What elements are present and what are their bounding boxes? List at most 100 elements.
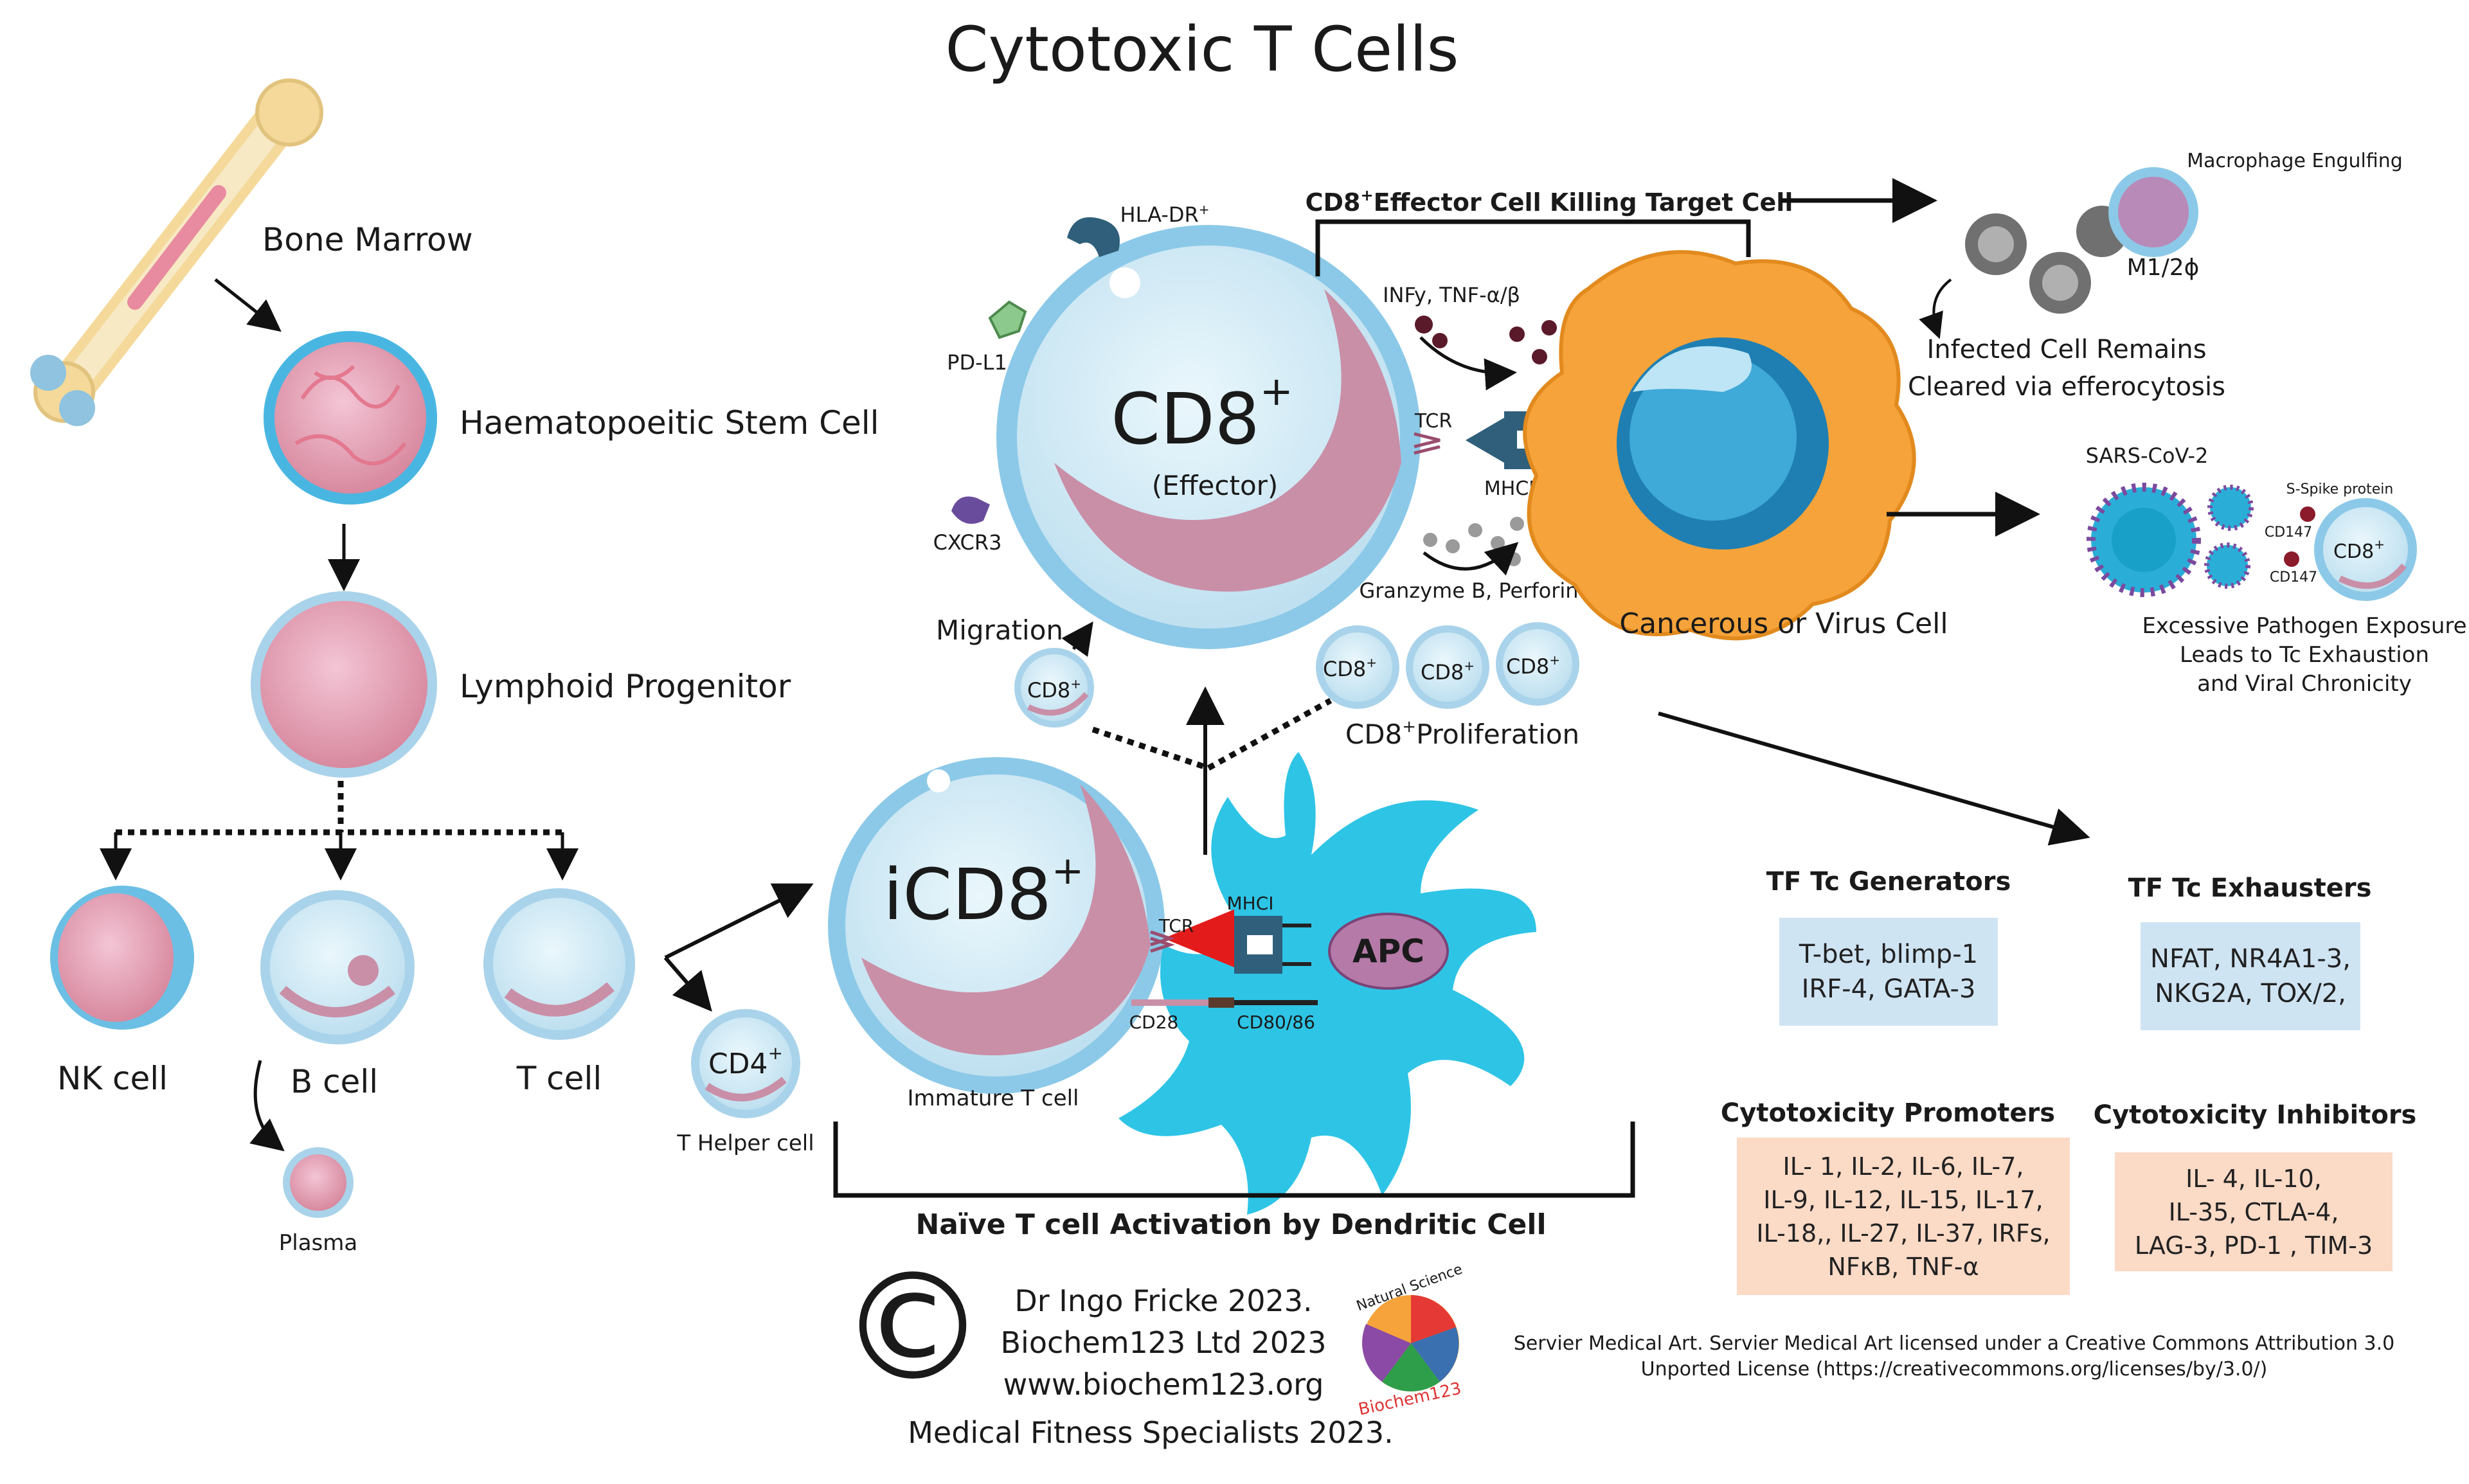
promoters-line: IL-18,, IL-27, IL-37, IRFs, (1756, 1219, 2051, 1247)
credit-line-4: Medical Fitness Specialists 2023. (908, 1415, 1394, 1450)
biochem123-logo (1362, 1295, 1459, 1391)
promoters-line: IL- 1, IL-2, IL-6, IL-7, (1782, 1152, 2024, 1181)
cxcr3-label: CXCR3 (933, 530, 1002, 555)
credit-line-2: Biochem123 Ltd 2023 (1000, 1325, 1326, 1360)
inhibitors-line: LAG-3, PD-1 , TIM-3 (2134, 1231, 2373, 1260)
arrow-t-icd8 (664, 883, 814, 960)
nk-label: NK cell (57, 1060, 168, 1097)
cd28-label: CD28 (1129, 1012, 1179, 1033)
spike-label: S-Spike protein (2286, 481, 2394, 497)
pd-l1-receptor-icon (988, 300, 1027, 339)
apc-nucleus (1328, 913, 1449, 990)
lymphoid-label: Lymphoid Progenitor (460, 668, 791, 705)
cd8-exhausted-cell (2314, 498, 2417, 601)
infected-line-1: Infected Cell Remains (1926, 335, 2206, 364)
arrow-cytokine (1419, 336, 1517, 391)
infy-label: INFy, TNF-α/β (1383, 283, 1520, 307)
target-label: Cancerous or Virus Cell (1619, 607, 1948, 640)
cd8-migrating-label: CD8+ (1027, 676, 1081, 702)
hla-dr-receptor-icon (1067, 217, 1120, 257)
bone-marrow-label: Bone Marrow (262, 221, 473, 258)
cd80-label: CD80/86 (1237, 1012, 1315, 1033)
inhibitors-box: IL- 4, IL-10, IL-35, CTLA-4, LAG-3, PD-1… (2115, 1152, 2393, 1271)
sars-cov-2-virus-icon (2087, 483, 2254, 597)
cd8-prolif-label-2: CD8+ (1421, 658, 1475, 684)
cd8-migrating-cell (1014, 648, 1094, 728)
mhci-label-effector: MHCI (1484, 478, 1534, 500)
t-helper-label: T Helper cell (676, 1131, 814, 1156)
granzyme-label: Granzyme B, Perforin (1359, 578, 1578, 603)
apc-label: APC (1352, 933, 1424, 970)
exhaustion-line-3: and Viral Chronicity (2197, 671, 2412, 697)
icd8-cell (828, 757, 1165, 1094)
icd8-label: iCD8+ (883, 848, 1084, 936)
cd8-proliferating-cells (1316, 622, 1579, 709)
cd147-label-b: CD147 (2270, 569, 2317, 586)
hsc-label: Haematopoeitic Stem Cell (460, 404, 879, 442)
inhibitors-title: Cytotoxicity Inhibitors (2094, 1100, 2417, 1130)
b-cell (260, 890, 415, 1044)
cd4-cell (691, 1009, 800, 1118)
cd8-effector-label: CD8+ (1111, 368, 1293, 460)
effector-sub-label: (Effector) (1152, 470, 1279, 501)
killing-header: CD8+Effector Cell Killing Target Cell (1306, 186, 1793, 217)
killing-bracket (1315, 219, 1751, 276)
exhausters-box: NFAT, NR4A1-3, NKG2A, TOX/2, (2141, 922, 2360, 1030)
t-cell (483, 888, 635, 1040)
exhaustion-line-1: Excessive Pathogen Exposure (2142, 613, 2466, 639)
inhibitors-line: IL-35, CTLA-4, (2168, 1197, 2339, 1226)
promoters-title: Cytotoxicity Promoters (1721, 1098, 2055, 1128)
b-label: B cell (291, 1063, 378, 1100)
infected-line-2: Cleared via efferocytosis (1908, 372, 2225, 402)
lineage-branches (116, 781, 562, 836)
arrow-bm-hsc (214, 278, 282, 332)
cd8-prolif-label-3: CD8+ (1506, 652, 1560, 679)
copyright-icon: © (839, 1242, 987, 1414)
m1-label: M1/2ϕ (2127, 255, 2200, 281)
tcr-mhci-complex (1150, 909, 1311, 974)
generators-title: TF Tc Generators (1766, 867, 2011, 897)
credit-line-1: Dr Ingo Fricke 2023. (1014, 1283, 1312, 1318)
mhci-label-activation: MHCI (1226, 893, 1273, 914)
apc-dendritic-cell (1118, 752, 1536, 1215)
exhausters-line: NFAT, NR4A1-3, (2150, 944, 2351, 974)
arrow-migration (1061, 621, 1093, 657)
tcr-label-effector: TCR (1414, 410, 1452, 433)
activation-bracket (833, 1122, 1635, 1198)
hsc-cell (264, 331, 437, 505)
generators-box: T-bet, blimp-1 IRF-4, GATA-3 (1779, 918, 1998, 1026)
lymphoid-progenitor-cell (251, 591, 437, 778)
cytokine-particles (1415, 316, 1557, 364)
promoters-line: IL-9, IL-12, IL-15, IL-17, (1763, 1185, 2043, 1214)
arrow-to-factors (1658, 711, 2090, 846)
generators-line: IRF-4, GATA-3 (1801, 974, 1976, 1004)
cd4-label: CD4+ (708, 1042, 783, 1080)
arrow-granzyme (1423, 542, 1519, 576)
promoters-line: NFκB, TNF-α (1827, 1252, 1979, 1281)
cd28-link (1131, 997, 1318, 1008)
pd-l1-label: PD-L1 (947, 350, 1007, 375)
tcr-label-activation: TCR (1158, 915, 1194, 936)
exhaustion-line-2: Leads to Tc Exhaustion (2180, 642, 2429, 668)
bone-icon (30, 78, 323, 426)
cxcr3-receptor-icon (951, 496, 990, 524)
arrow-infected (1919, 278, 1952, 339)
macrophage-label: Macrophage Engulfing (2187, 150, 2403, 172)
inhibitors-line: IL- 4, IL-10, (2186, 1164, 2322, 1193)
servier-line-1: Servier Medical Art. Servier Medical Art… (1514, 1332, 2394, 1355)
page-title: Cytotoxic T Cells (945, 13, 1459, 85)
plasma-label: Plasma (279, 1230, 357, 1256)
proliferation-links (1091, 698, 1333, 771)
cd8-effector-cell (996, 225, 1421, 649)
immature-label: Immature T cell (907, 1086, 1079, 1111)
proliferation-label: CD8+Proliferation (1345, 717, 1579, 750)
cd8-prolif-label-1: CD8+ (1323, 655, 1377, 681)
exhausters-line: NKG2A, TOX/2, (2155, 979, 2346, 1008)
cd8-exhausted-label: CD8+ (2333, 537, 2385, 563)
plasma-cell (283, 1147, 354, 1218)
arrow-t-cd4 (663, 956, 712, 1012)
exhausters-title: TF Tc Exhausters (2128, 873, 2372, 903)
hla-dr-label: HLA-DR+ (1120, 202, 1210, 227)
macrophage-cell (2108, 167, 2198, 257)
activation-label: Naïve T cell Activation by Dendritic Cel… (915, 1208, 1546, 1241)
